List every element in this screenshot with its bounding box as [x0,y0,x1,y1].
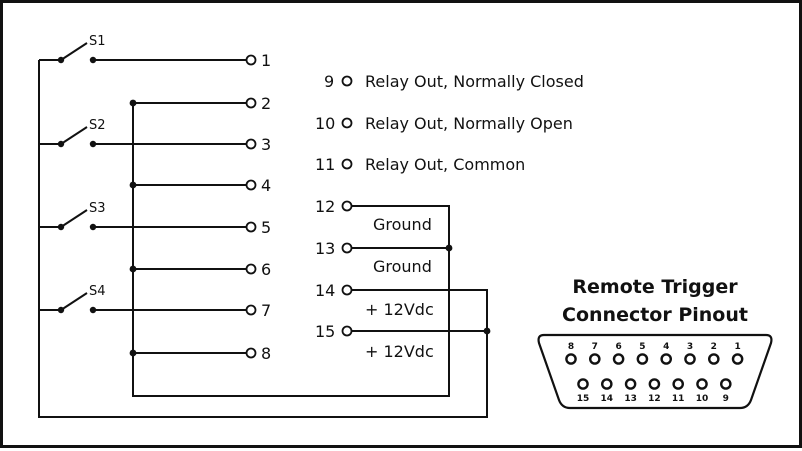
relay-description: Relay Out, Common [365,155,525,174]
terminal-number: 5 [261,218,271,237]
switch-s1: S1 [39,34,247,64]
relay-pin-number: 10 [315,114,335,133]
switch-label: S2 [89,118,106,133]
connector-top-pin [636,353,649,365]
connector-bottom-pin [577,378,589,390]
connector-title-line2: Connector Pinout [562,304,748,326]
common-return-wire [38,60,488,418]
power-pin-number: 12 [315,197,335,216]
connector-top-pin [565,353,577,365]
terminal-number: 6 [261,260,271,279]
connector-bottom-pin [648,378,661,390]
connector-top-pin-label: 3 [687,342,693,352]
power-description: Ground [373,257,432,276]
power-description: Ground [373,215,432,234]
connector-bottom-pin [720,378,732,390]
terminal-number: 4 [261,176,271,195]
connector-bottom-pin [601,378,613,390]
switch-s4: S4 [39,284,247,314]
power-pin-number: 15 [315,322,335,341]
connector-top-pin-label: 1 [734,342,740,352]
connector-top-pin-label: 2 [711,342,717,352]
connector-bottom-pin-label: 15 [577,394,590,404]
switch-label: S4 [89,284,106,299]
connector-top-row: 8 7 6 5 4 3 2 1 [565,342,744,365]
relay-terminals: 9 Relay Out, Normally Closed 10 Relay Ou… [315,72,584,174]
switch-s3: S3 [39,201,247,231]
connector-bottom-pin-label: 12 [648,394,661,404]
terminal-number: 7 [261,301,271,320]
terminal-number: 2 [261,94,271,113]
power-terminals: 12 Ground 13 Ground 14 + 12Vdc 15 + 12Vd… [315,197,434,361]
terminal-number: 1 [261,51,271,70]
connector-bottom-pin [672,378,685,390]
connector-top-pin [731,353,744,365]
terminal-number: 8 [261,344,271,363]
connector-top-pin-label: 7 [592,342,598,352]
power-description: + 12Vdc [365,342,434,361]
ground-bus-wire [132,103,450,397]
connector-bottom-pin-label: 10 [696,394,709,404]
connector-bottom-pin-label: 9 [723,394,729,404]
wiring-diagram: S1 S2 S3 S4 [38,34,773,418]
connector-top-pin-label: 8 [568,342,574,352]
connector-bottom-pin [624,378,637,390]
power-description: + 12Vdc [365,300,434,319]
connector-top-pin [660,353,673,365]
power-pin-number: 14 [315,281,335,300]
power-pin-number: 13 [315,239,335,258]
connector-bottom-row: 15 14 13 12 11 10 9 [577,378,732,404]
connector-bottom-pin [696,378,708,390]
connector-top-pin-label: 5 [639,342,645,352]
relay-description: Relay Out, Normally Closed [365,72,584,91]
switch-label: S1 [89,34,106,49]
connector-bottom-pin-label: 13 [624,394,637,404]
relay-description: Relay Out, Normally Open [365,114,573,133]
connector-title-line1: Remote Trigger [572,276,738,298]
connector-top-pin [708,353,720,365]
switch-s2: S2 [39,118,247,148]
connector-top-pin [589,353,601,365]
switch-label: S3 [89,201,106,216]
connector-top-pin-label: 4 [663,342,669,352]
relay-pin-number: 9 [324,72,334,91]
connector-bottom-pin-label: 11 [672,394,685,404]
connector-bottom-pin-label: 14 [601,394,614,404]
terminal-number: 3 [261,135,271,154]
left-terminal-block: 1 2 3 4 5 6 7 8 [245,51,271,363]
connector-top-pin [684,353,696,365]
relay-pin-number: 11 [315,155,335,174]
connector-top-pin-label: 6 [615,342,621,352]
connector-top-pin [612,353,625,365]
